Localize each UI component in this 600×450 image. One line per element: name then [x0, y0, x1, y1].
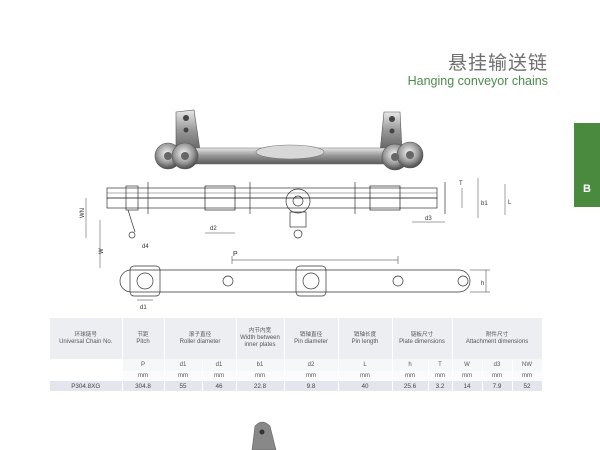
unit-cell: mm — [164, 371, 203, 381]
value-cell: 25.6 — [392, 381, 429, 391]
unit-cell: mm — [202, 371, 237, 381]
table-row: P304.8XG 304.8 55 46 22.8 9.8 40 25.6 3.… — [50, 381, 543, 391]
unit-cell: mm — [392, 371, 429, 381]
table-unit-row: mm mm mm mm mm mm mm mm mm mm mm — [50, 371, 543, 381]
header-plate-dimensions: 链板尺寸 Plate dimensions — [392, 318, 453, 359]
dim-label-wn: WN — [80, 208, 86, 218]
dim-label-w: W — [99, 248, 105, 254]
header-pitch: 节距 Pitch — [122, 318, 165, 359]
dim-label-l: L — [508, 200, 512, 206]
dim-label-p: P — [233, 251, 238, 258]
specification-table: 环球链号 Universal Chain No. 节距 Pitch 滚子直径 R… — [50, 318, 543, 391]
value-cell: 7.9 — [482, 381, 513, 391]
dim-label-h: h — [481, 281, 484, 287]
unit-cell: mm — [512, 371, 543, 381]
unit-cell: mm — [452, 371, 483, 381]
symbol-cell: T — [428, 359, 453, 371]
symbol-cell: d2 — [284, 359, 339, 371]
symbol-cell: NW — [512, 359, 543, 371]
dimension-lines-top — [85, 178, 506, 268]
value-cell: 22.8 — [236, 381, 285, 391]
chain-no-cell: P304.8XG — [50, 381, 123, 391]
value-cell: 40 — [338, 381, 393, 391]
unit-cell: mm — [338, 371, 393, 381]
section-tab: B — [574, 123, 600, 207]
value-cell: 55 — [164, 381, 203, 391]
header-chain-no: 环球链号 Universal Chain No. — [50, 318, 123, 359]
chain-technical-drawing: T b1 L WN W d4 d2 d3 P h d1 — [80, 109, 512, 311]
dim-label-d3: d3 — [425, 216, 432, 222]
value-cell: 46 — [202, 381, 237, 391]
header-pin-diameter: 销轴直径 Pin diameter — [284, 318, 339, 359]
unit-cell: mm — [284, 371, 339, 381]
dim-label-d1: d1 — [140, 305, 147, 311]
header-attachment-dimensions: 附件尺寸 Attachment dimensions — [452, 318, 543, 359]
value-cell: 304.8 — [122, 381, 165, 391]
dim-label-b1: b1 — [481, 201, 488, 207]
symbol-cell: P — [122, 359, 165, 371]
value-cell: 52 — [512, 381, 543, 391]
dim-label-d4: d4 — [142, 244, 149, 250]
symbol-cell: b1 — [236, 359, 285, 371]
unit-cell: mm — [482, 371, 513, 381]
header-roller-diameter: 滚子直径 Roller diameter — [164, 318, 237, 359]
symbol-cell: d3 — [482, 359, 513, 371]
header-pin-length: 销轴长度 Pin length — [338, 318, 393, 359]
header-inner-width: 内节内宽 Width between inner plates — [236, 318, 285, 359]
symbol-cell: L — [338, 359, 393, 371]
chain-side-view — [119, 256, 490, 301]
symbol-cell: d1 — [202, 359, 237, 371]
symbol-cell: d1 — [164, 359, 203, 371]
dim-label-d2: d2 — [210, 226, 217, 232]
unit-cell: mm — [236, 371, 285, 381]
symbol-cell: W — [452, 359, 483, 371]
unit-cell: mm — [428, 371, 453, 381]
page-title-english: Hanging conveyor chains — [407, 74, 548, 88]
dim-label-t: T — [459, 181, 463, 187]
value-cell: 3.2 — [428, 381, 453, 391]
symbol-cell: h — [392, 359, 429, 371]
table-header-row: 环球链号 Universal Chain No. 节距 Pitch 滚子直径 R… — [50, 318, 543, 359]
chain-photo — [154, 109, 424, 171]
page-title-chinese: 悬挂输送链 — [447, 52, 548, 74]
chain-top-view — [106, 182, 446, 239]
section-tab-letter: B — [583, 183, 591, 195]
value-cell: 14 — [452, 381, 483, 391]
table-symbol-row: P d1 d1 b1 d2 L h T W d3 NW — [50, 359, 543, 371]
value-cell: 9.8 — [284, 381, 339, 391]
unit-cell: mm — [122, 371, 165, 381]
